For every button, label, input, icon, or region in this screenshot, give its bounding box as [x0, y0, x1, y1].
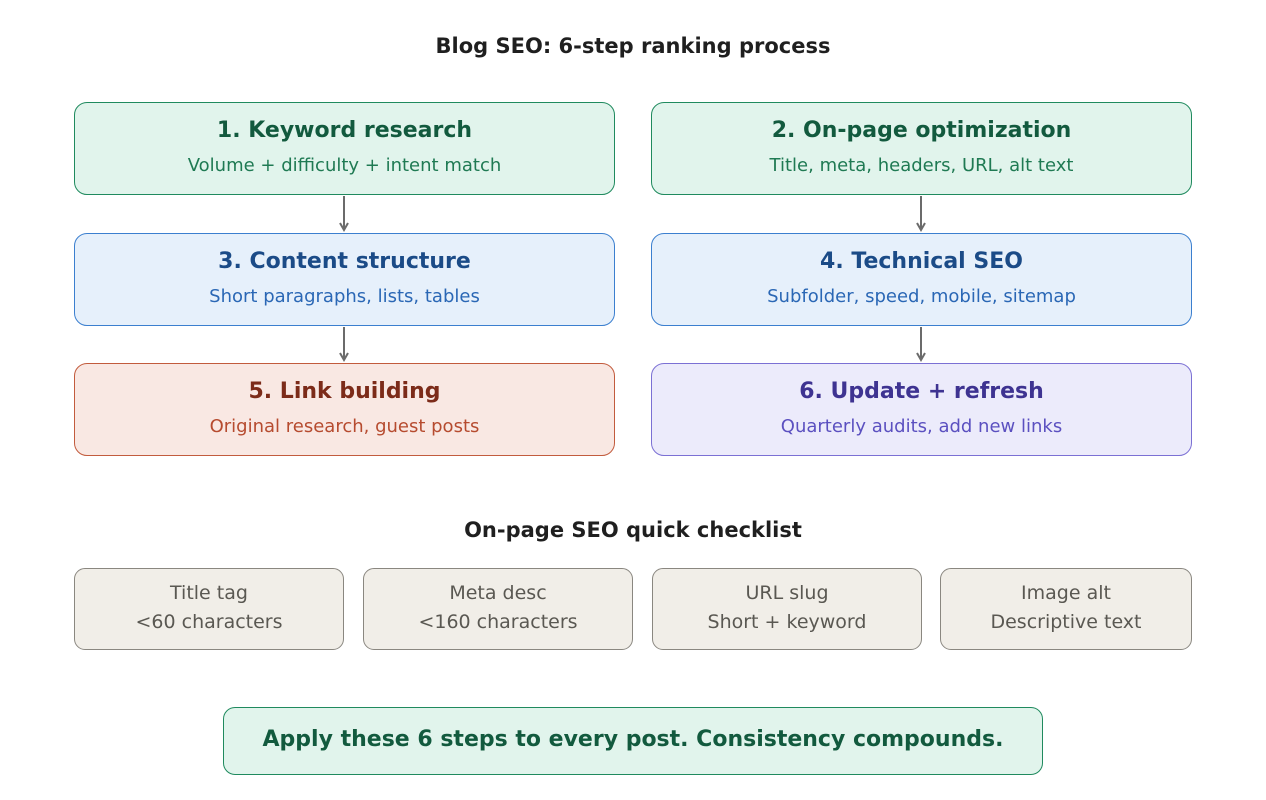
step-link-building: 5. Link building Original research, gues…: [74, 363, 615, 456]
checklist-item-value: Descriptive text: [990, 611, 1142, 633]
step-description: Title, meta, headers, URL, alt text: [769, 155, 1074, 176]
step-name: 1. Keyword research: [216, 118, 473, 143]
step-description: Volume + difficulty + intent match: [187, 155, 502, 176]
checklist-item-label: Title tag: [170, 582, 248, 604]
step-technical-seo: 4. Technical SEO Subfolder, speed, mobil…: [651, 233, 1192, 326]
footer-text: Apply these 6 steps to every post. Consi…: [262, 727, 1004, 752]
diagram-title: Blog SEO: 6-step ranking process: [435, 34, 831, 58]
checklist-item-label: URL slug: [745, 582, 829, 604]
checklist-item-value: <160 characters: [418, 611, 578, 633]
step-description: Quarterly audits, add new links: [780, 416, 1063, 437]
checklist-item-label: Meta desc: [449, 582, 547, 604]
step-description: Original research, guest posts: [209, 416, 480, 437]
step-name: 5. Link building: [248, 379, 441, 404]
step-description: Subfolder, speed, mobile, sitemap: [767, 286, 1076, 307]
checklist-item-value: Short + keyword: [707, 611, 867, 633]
step-description: Short paragraphs, lists, tables: [209, 286, 480, 307]
checklist-item-label: Image alt: [1021, 582, 1111, 604]
step-name: 2. On-page optimization: [771, 118, 1072, 143]
step-update-refresh: 6. Update + refresh Quarterly audits, ad…: [651, 363, 1192, 456]
step-on-page-optimization: 2. On-page optimization Title, meta, hea…: [651, 102, 1192, 195]
step-name: 3. Content structure: [218, 249, 471, 274]
checklist-item-url-slug: URL slug Short + keyword: [652, 568, 922, 650]
step-keyword-research: 1. Keyword research Volume + difficulty …: [74, 102, 615, 195]
step-name: 6. Update + refresh: [799, 379, 1044, 404]
footer-callout: Apply these 6 steps to every post. Consi…: [223, 707, 1043, 775]
step-content-structure: 3. Content structure Short paragraphs, l…: [74, 233, 615, 326]
checklist-item-image-alt: Image alt Descriptive text: [940, 568, 1192, 650]
checklist-item-title-tag: Title tag <60 characters: [74, 568, 344, 650]
checklist-item-value: <60 characters: [135, 611, 283, 633]
step-name: 4. Technical SEO: [820, 249, 1023, 274]
checklist-title: On-page SEO quick checklist: [464, 518, 802, 542]
checklist-item-meta-desc: Meta desc <160 characters: [363, 568, 633, 650]
